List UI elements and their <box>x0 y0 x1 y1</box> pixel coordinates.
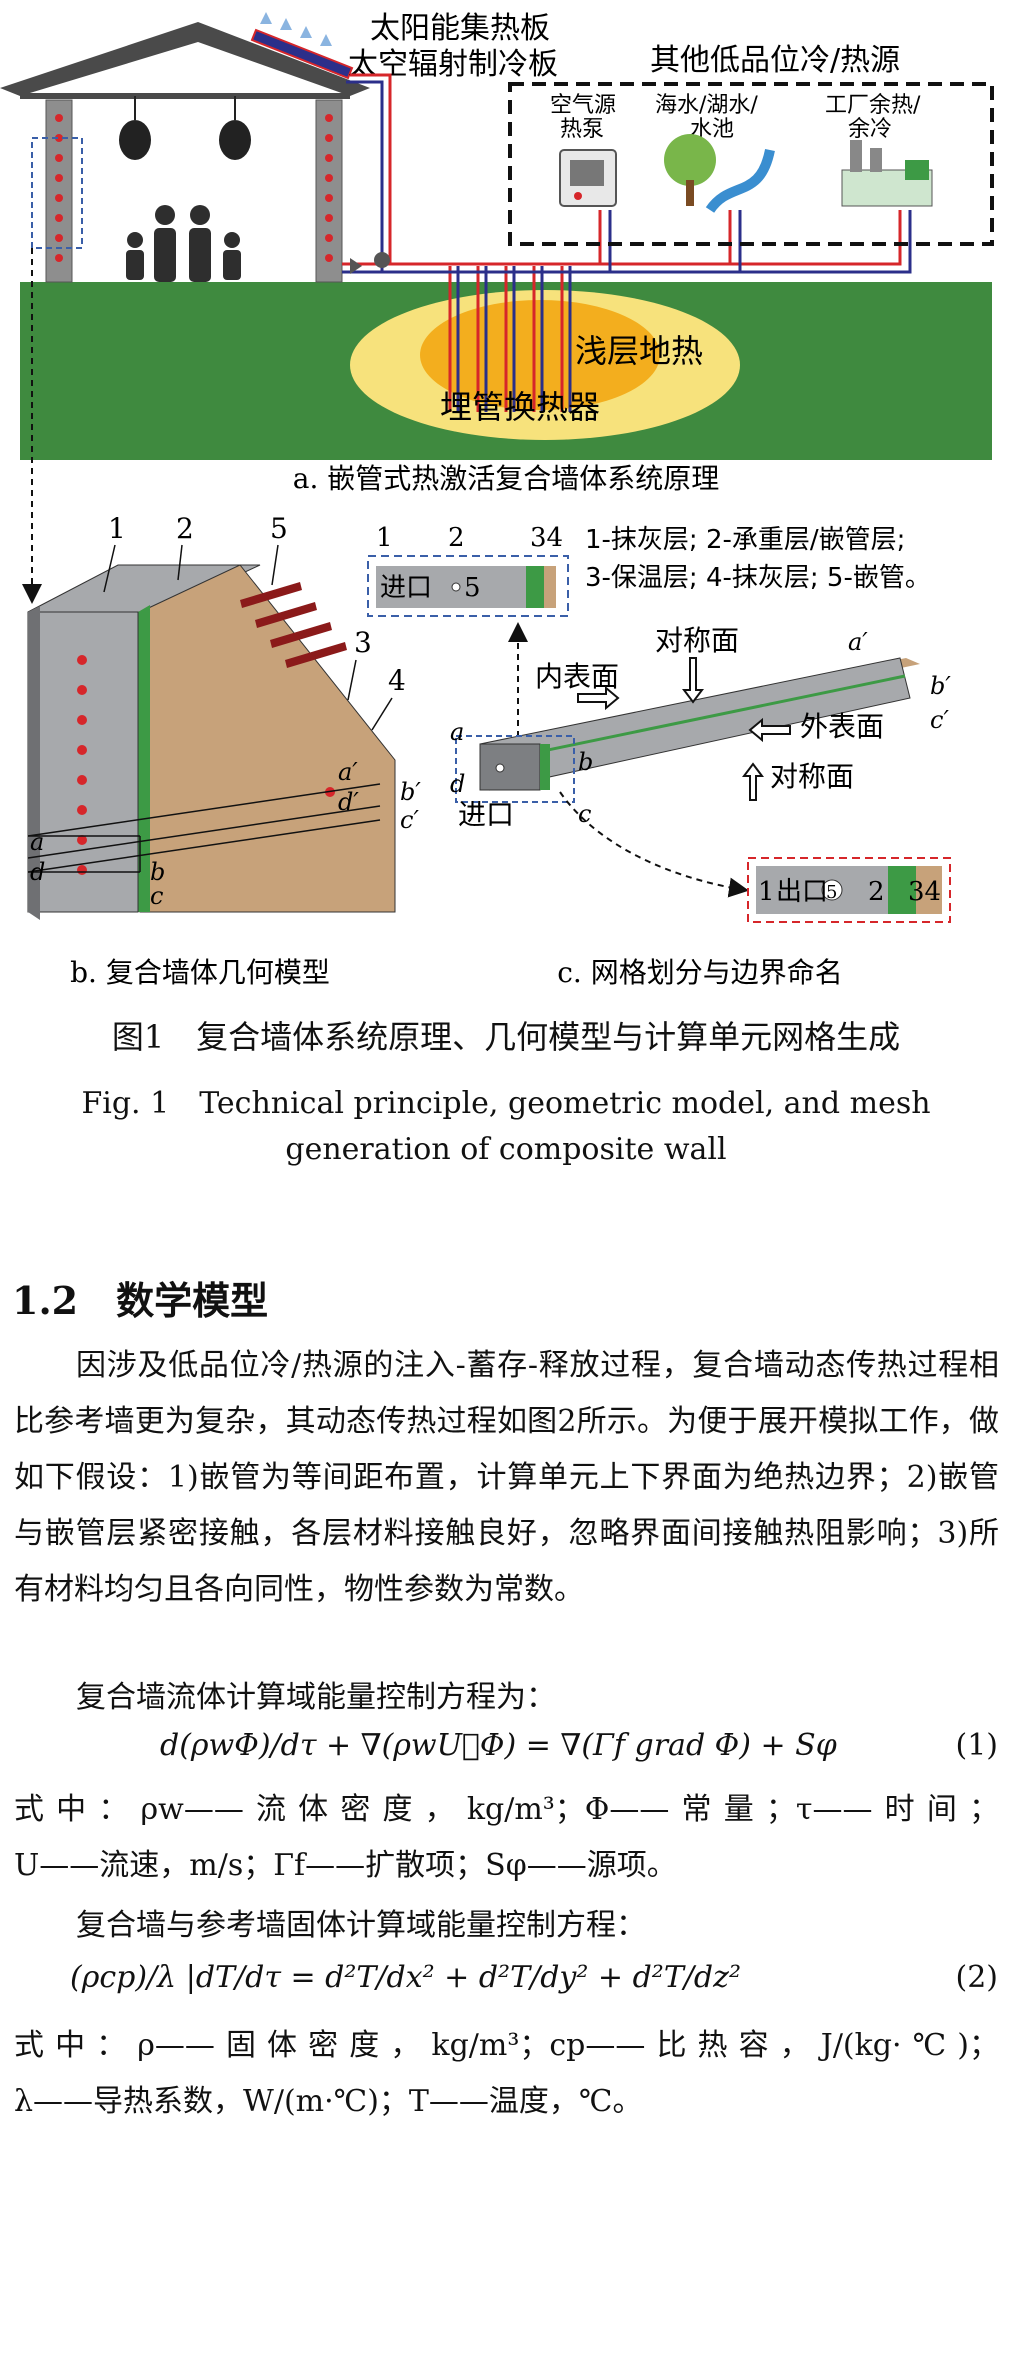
outlet-box-1: 1 <box>758 877 775 907</box>
factory-icon <box>841 140 933 207</box>
outlet-box-34: 34 <box>908 877 941 907</box>
legend-line-1: 1-抹灰层; 2-承重层/嵌管层; <box>585 525 905 555</box>
solar-panel <box>250 28 354 80</box>
where-2-line-1: 式中：ρ——固体密度，kg/m³；cp——比热容，J/(kg·℃)； <box>14 2028 999 2063</box>
outlet-box-pipe: 5 <box>826 882 837 903</box>
c-pt-d: d <box>450 770 465 798</box>
b-pt-b2: b′ <box>400 778 421 806</box>
c-pt-c2: c′ <box>930 706 949 734</box>
paragraph-solid-domain: 复合墙与参考墙固体计算域能量控制方程： <box>76 1908 646 1943</box>
slab-end-face <box>479 743 541 791</box>
c-pt-a: a <box>450 718 464 746</box>
source-factory-label-1: 工厂余热/ <box>825 93 921 118</box>
arrow-down-symmetry <box>682 657 704 704</box>
b-pt-d2: d′ <box>338 788 359 816</box>
source-air-label-1: 空气源 <box>550 93 616 118</box>
outlet-section-box <box>747 857 951 923</box>
equation-2: (ρcp)/λ |dT/dτ = d²T/dx² + d²T/dy² + d²T… <box>70 1960 741 1995</box>
equation-2-number: (2) <box>955 1960 999 1995</box>
left-wall-pillar <box>45 99 73 283</box>
b-label-5: 5 <box>270 512 288 545</box>
borehole-pipes <box>448 266 572 412</box>
b-label-3: 3 <box>354 626 372 659</box>
b-pt-b: b <box>150 858 165 886</box>
outlet-box-label: 出口 <box>776 877 828 907</box>
figure-1: 浅层地热 埋管换热器 <box>0 11 994 989</box>
source-water-label-1: 海水/湖水/ <box>655 93 758 118</box>
valves-pump <box>350 252 390 274</box>
other-sources-box <box>508 82 994 246</box>
embedded-pipes-rods <box>240 582 347 668</box>
b-pt-a2: a′ <box>338 758 358 786</box>
symmetry-top-label: 对称面 <box>655 624 739 657</box>
inlet-box-num-34: 34 <box>530 523 563 553</box>
b-pt-c: c <box>150 882 163 910</box>
paragraph-fluid-domain: 复合墙流体计算域能量控制方程为： <box>76 1680 556 1715</box>
family-icon <box>126 205 241 282</box>
inlet-highlight-box <box>455 735 575 803</box>
inlet-box-pipe: 5 <box>464 573 481 603</box>
b-label-1: 1 <box>108 512 126 545</box>
outer-surface-label: 外表面 <box>800 710 884 743</box>
b-pt-a: a <box>30 828 44 856</box>
section-title: 1.2 数学模型 <box>12 1278 269 1323</box>
outlet-box-2: 2 <box>868 877 885 907</box>
legend-line-2: 3-保温层; 4-抹灰层; 5-嵌管。 <box>585 563 931 593</box>
panel-a-caption: a. 嵌管式热激活复合墙体系统原理 <box>293 462 720 495</box>
arrow-up-symmetry <box>742 762 764 801</box>
lanterns <box>119 96 251 160</box>
panel-c-caption: c. 网格划分与边界命名 <box>557 956 842 989</box>
panel-a-system-principle: 浅层地热 埋管换热器 <box>0 11 994 604</box>
house-roof <box>0 22 370 96</box>
figure-caption-en-2: generation of composite wall <box>285 1132 727 1167</box>
equation-1: d(ρwΦ)/dτ + ∇(ρwU⃗Φ) = ∇(Γf grad Φ) + Sφ <box>160 1728 837 1763</box>
inlet-box-label: 进口 <box>380 573 432 603</box>
where-1-line-2: U——流速，m/s；Γf——扩散项；Sφ——源项。 <box>14 1848 677 1883</box>
wall-insulation-layer <box>138 605 150 912</box>
b-pt-c2: c′ <box>400 806 419 834</box>
paragraph-assumptions: 因涉及低品位冷/热源的注入-蓄存-释放过程，复合墙动态传热过程相比参考墙更为复杂… <box>14 1348 999 1607</box>
inlet-box-num-1: 1 <box>376 523 393 553</box>
wall-detail-box <box>31 137 83 249</box>
radiation-arrows <box>260 12 332 46</box>
c-pt-b2: b′ <box>930 672 951 700</box>
symmetry-bottom-label: 对称面 <box>770 760 854 793</box>
source-factory-label-2: 余冷 <box>848 117 892 142</box>
pillar-pipe-dots <box>55 114 333 262</box>
inlet-label: 进口 <box>458 798 514 831</box>
shallow-geothermal-label: 浅层地热 <box>575 332 703 370</box>
panel-c-mesh-boundaries: 1 2 34 进口 5 1-抹灰层; 2-承重层/嵌管层; 3-保温层; 4-抹… <box>367 523 951 989</box>
b-label-2: 2 <box>176 512 194 545</box>
other-sources-title: 其他低品位冷/热源 <box>650 43 900 78</box>
solar-collector-label: 太阳能集热板 <box>370 11 550 46</box>
panel-b-wall-geometry: 1 2 5 3 4 a d b c a′ d′ b′ c′ b. 复合墙体几何模… <box>27 512 421 989</box>
arrow-inner <box>577 685 620 711</box>
wall-edge <box>28 606 40 920</box>
c-pt-c: c <box>578 800 591 828</box>
where-2-line-2: λ——导热系数，W/(m·℃)；T——温度，℃。 <box>14 2084 643 2119</box>
radiative-cooling-label: 太空辐射制冷板 <box>348 47 558 82</box>
b-label-4: 4 <box>388 664 406 697</box>
heat-pump-icon <box>559 149 617 207</box>
water-tree-icon <box>664 134 775 214</box>
cut-plane-lines <box>27 783 381 873</box>
equation-1-number: (1) <box>955 1728 999 1763</box>
b-pt-d: d <box>30 858 45 886</box>
buried-pipe-label: 埋管换热器 <box>440 388 600 426</box>
geothermal-zone-inner <box>420 300 660 410</box>
where-1-line-1: 式中：ρw——流体密度，kg/m³；Φ——常量；τ——时间； <box>14 1792 999 1827</box>
figure-caption-cn: 图1 复合墙体系统原理、几何模型与计算单元网格生成 <box>111 1018 901 1056</box>
right-wall-pillar <box>315 99 343 283</box>
c-pt-b: b <box>578 748 593 776</box>
figure-caption-en-1: Fig. 1 Technical principle, geometric mo… <box>81 1086 931 1121</box>
inlet-box-num-2: 2 <box>448 523 465 553</box>
panel-b-caption: b. 复合墙体几何模型 <box>70 956 330 989</box>
source-air-label-2: 热泵 <box>560 117 604 142</box>
arrow-outer <box>748 717 791 743</box>
c-pt-a2: a′ <box>848 628 868 656</box>
